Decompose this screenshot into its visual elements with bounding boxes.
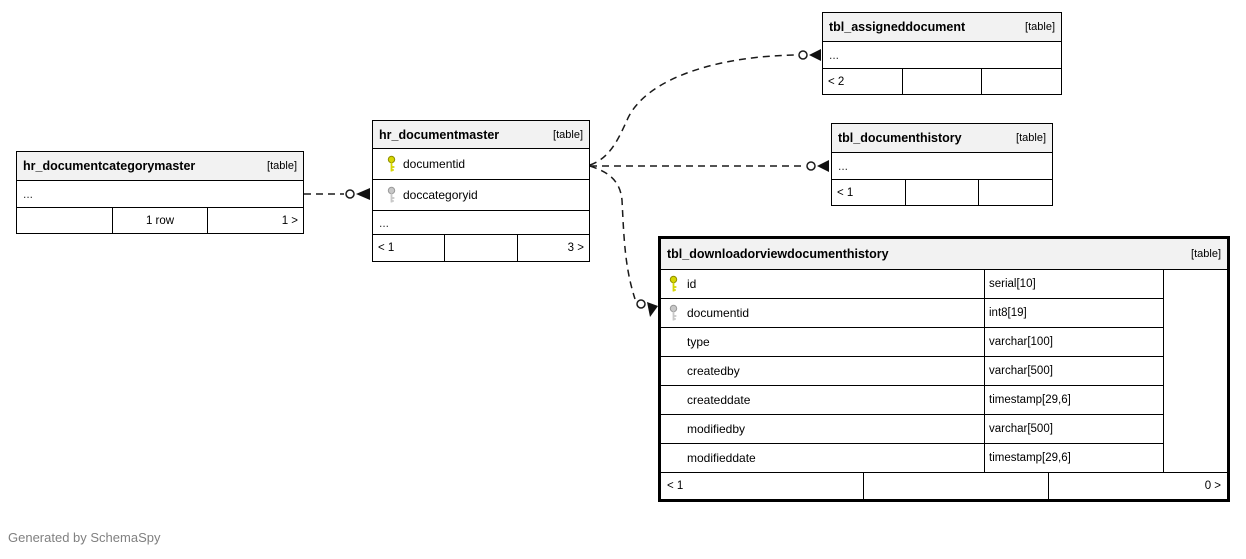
- table-type-tag: [table]: [1191, 248, 1221, 260]
- column-row: modifieddate timestamp[29,6]: [661, 443, 1163, 472]
- footer-rowcount: 1 row: [111, 208, 208, 233]
- column-type: varchar[100]: [984, 328, 1163, 356]
- table-hr-documentmaster[interactable]: hr_documentmaster [table] documentid doc…: [372, 120, 590, 262]
- table-tbl-downloadorviewdocumenthistory[interactable]: tbl_downloadorviewdocumenthistory [table…: [658, 236, 1230, 502]
- column-type: serial[10]: [984, 270, 1163, 298]
- column-type: timestamp[29,6]: [984, 444, 1163, 472]
- arrowhead: [356, 188, 370, 200]
- column-name: type: [661, 328, 984, 356]
- ellipsis-row: ...: [832, 153, 1052, 180]
- table-body: id serial[10] documentid int8[19]: [661, 270, 1227, 472]
- table-type-tag: [table]: [1016, 132, 1046, 144]
- column-name: doccategoryid: [403, 188, 478, 202]
- column-name: createdby: [661, 357, 984, 385]
- column-name: createddate: [661, 386, 984, 414]
- column-name: documentid: [403, 157, 466, 171]
- ellipsis-row: ...: [823, 42, 1061, 69]
- column-name-text: id: [687, 277, 697, 291]
- foreign-key-icon: [669, 304, 678, 321]
- column-type: timestamp[29,6]: [984, 386, 1163, 414]
- column-row: createddate timestamp[29,6]: [661, 385, 1163, 414]
- footer-children-count: < 1: [837, 186, 854, 199]
- column-name-text: documentid: [687, 306, 750, 320]
- primary-key-icon: [387, 155, 396, 172]
- odot-terminator: [636, 299, 646, 309]
- footer-parents-count: 1 >: [207, 208, 303, 233]
- column-type: int8[19]: [984, 299, 1163, 327]
- table-title: hr_documentmaster: [379, 127, 500, 142]
- odot-terminator: [798, 50, 808, 60]
- column-name-text: type: [687, 335, 710, 349]
- footer-rowcount: [862, 473, 1049, 499]
- table-tbl-documenthistory[interactable]: tbl_documenthistory [table] ... < 1: [831, 123, 1053, 206]
- footer-children-count: < 1: [667, 480, 684, 492]
- column-row: doccategoryid: [373, 180, 589, 211]
- table-tbl-assigneddocument[interactable]: tbl_assigneddocument [table] ... < 2: [822, 12, 1062, 95]
- column-type: varchar[500]: [984, 357, 1163, 385]
- arrowhead: [809, 49, 821, 61]
- table-footer: < 1 3 >: [373, 235, 589, 261]
- primary-key-icon: [669, 275, 678, 292]
- empty-index-column: [1163, 270, 1227, 472]
- table-hr-documentcategorymaster[interactable]: hr_documentcategorymaster [table] ... 1 …: [16, 151, 304, 234]
- footer-rowcount: [901, 69, 982, 94]
- table-title: tbl_downloadorviewdocumenthistory: [667, 247, 889, 261]
- connector-docmaster-assigneddocument: [589, 54, 798, 166]
- footer-rowcount: [904, 180, 979, 205]
- column-name: modifiedby: [661, 415, 984, 443]
- table-footer: < 1: [832, 180, 1052, 205]
- table-title: hr_documentcategorymaster: [23, 159, 196, 173]
- column-row: modifiedby varchar[500]: [661, 414, 1163, 443]
- column-name: documentid: [661, 299, 984, 327]
- table-type-tag: [table]: [1025, 21, 1055, 33]
- footer-parents-count: [981, 69, 1061, 94]
- table-footer: 1 row 1 >: [17, 208, 303, 233]
- table-type-tag: [table]: [553, 128, 583, 141]
- generated-by-note: Generated by SchemaSpy: [8, 530, 161, 545]
- table-header: tbl_downloadorviewdocumenthistory [table…: [661, 239, 1227, 270]
- footer-parents-count: 3 >: [516, 235, 589, 261]
- column-row: type varchar[100]: [661, 327, 1163, 356]
- table-title: tbl_assigneddocument: [829, 20, 966, 34]
- column-row: documentid int8[19]: [661, 298, 1163, 327]
- column-row: id serial[10]: [661, 270, 1163, 298]
- footer-children-count: < 1: [378, 242, 395, 254]
- foreign-key-icon: [387, 186, 396, 203]
- column-name-text: modifiedby: [687, 422, 746, 436]
- table-header: hr_documentmaster [table]: [373, 121, 589, 149]
- column-name-text: createddate: [687, 393, 751, 407]
- table-header: tbl_assigneddocument [table]: [823, 13, 1061, 42]
- connector-docmaster-downloadhistory: [589, 165, 636, 300]
- footer-children-count: [17, 208, 112, 233]
- ellipsis-row: ...: [17, 181, 303, 208]
- table-header: hr_documentcategorymaster [table]: [17, 152, 303, 181]
- column-row: createdby varchar[500]: [661, 356, 1163, 385]
- odot-terminator: [806, 161, 816, 171]
- table-type-tag: [table]: [267, 160, 297, 172]
- column-name: modifieddate: [661, 444, 984, 472]
- odot-terminator: [345, 189, 355, 199]
- table-header: tbl_documenthistory [table]: [832, 124, 1052, 153]
- ellipsis-row: ...: [373, 211, 589, 235]
- footer-parents-count: 0 >: [1048, 473, 1227, 499]
- column-name-text: createdby: [687, 364, 740, 378]
- column-name-text: modifieddate: [687, 451, 756, 465]
- column-row: documentid: [373, 149, 589, 180]
- column-name: id: [661, 270, 984, 298]
- arrowhead: [817, 160, 829, 172]
- footer-rowcount: [444, 235, 516, 261]
- footer-children-count: < 2: [828, 75, 845, 88]
- arrowhead: [647, 302, 658, 317]
- table-footer: < 2: [823, 69, 1061, 94]
- column-type: varchar[500]: [984, 415, 1163, 443]
- table-footer: < 1 0 >: [661, 472, 1227, 499]
- table-title: tbl_documenthistory: [838, 131, 962, 145]
- footer-parents-count: [978, 180, 1052, 205]
